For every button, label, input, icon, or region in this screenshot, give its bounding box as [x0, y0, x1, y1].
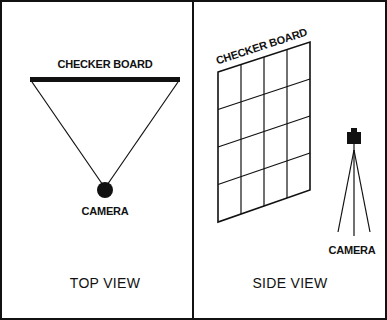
- camera-body: [347, 132, 361, 144]
- view-title: SIDE VIEW: [252, 276, 327, 290]
- board-label: CHECKER BOARD: [57, 59, 152, 70]
- tripod-leg: [338, 150, 354, 232]
- camera-top: [351, 128, 357, 133]
- tripod-leg: [354, 150, 370, 232]
- checker-board-grid: [218, 42, 310, 222]
- tripod-leg: [353, 144, 354, 236]
- board-label: CHECKER BOARD: [215, 26, 309, 66]
- panel-divider: [192, 1, 194, 319]
- camera-label: CAMERA: [81, 206, 128, 217]
- view-line: [105, 82, 178, 188]
- camera-label: CAMERA: [328, 245, 375, 256]
- checker-board-bar: [30, 77, 180, 82]
- view-line: [32, 82, 105, 188]
- camera-dot: [97, 182, 113, 198]
- view-title: TOP VIEW: [70, 276, 140, 290]
